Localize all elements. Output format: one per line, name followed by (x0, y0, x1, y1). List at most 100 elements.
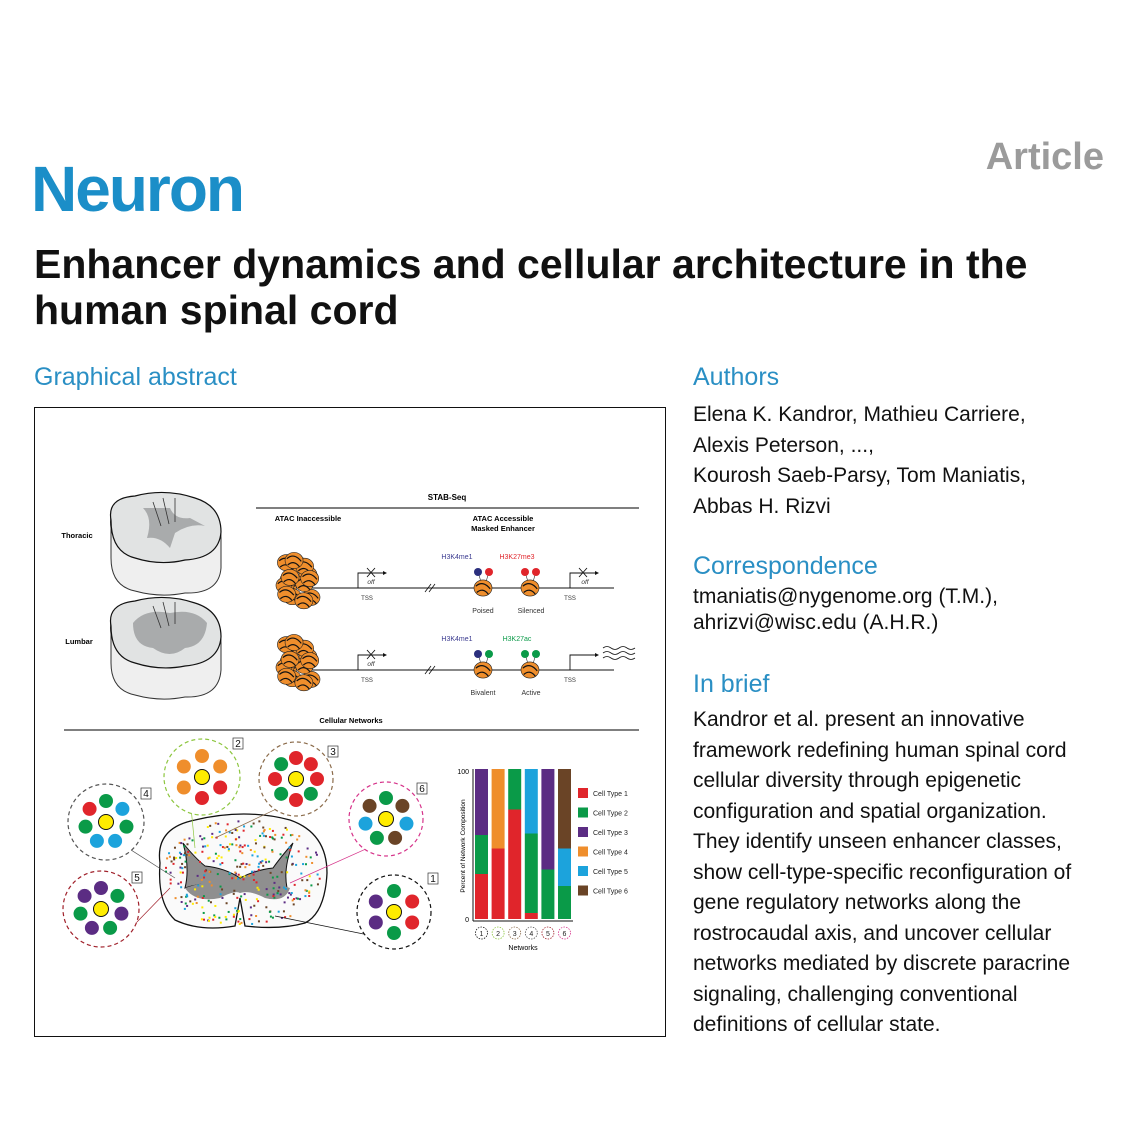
cell-dot (256, 855, 259, 858)
cell-dot (218, 830, 221, 833)
cell-dot (263, 846, 266, 849)
histone-mark-icon (532, 568, 540, 576)
author-line[interactable]: Alexis Peterson, ..., (693, 433, 874, 457)
cell-dot (265, 861, 268, 864)
transcript-wave-icon (602, 646, 636, 650)
cell-dot (165, 866, 168, 869)
cell-dot (261, 832, 264, 835)
cell-dot (236, 865, 239, 868)
in-brief-heading: In brief (693, 670, 770, 698)
lumbar-cord-section (109, 596, 222, 700)
cell-dot (278, 886, 281, 889)
cell-dot (203, 837, 206, 840)
cell-dot (285, 856, 288, 859)
cell-dot (248, 863, 251, 866)
network-number: 3 (330, 747, 336, 758)
cell-dot (173, 846, 176, 849)
cell-dot (178, 851, 181, 854)
cell-dot (183, 845, 186, 848)
cell-dot (213, 914, 216, 917)
histone-mark-icon (532, 650, 540, 658)
correspondence-email[interactable]: ahrizvi@wisc.edu (A.H.R.) (693, 611, 939, 634)
legend-swatch (578, 885, 588, 896)
cell-dot (284, 826, 287, 829)
cell-dot (266, 893, 269, 896)
cell-dot (169, 878, 172, 881)
cell-brown-icon (395, 798, 410, 813)
cell-dot (184, 860, 187, 863)
cell-dot (235, 877, 238, 880)
bar-segment-cell-type-3-network-1 (475, 769, 488, 835)
cell-dot (188, 854, 191, 857)
cell-dot (180, 853, 183, 856)
cell-dot (209, 824, 212, 827)
legend-label: Cell Type 5 (593, 869, 628, 876)
cell-dot (168, 855, 171, 858)
cell-green-icon (119, 819, 134, 834)
cell-dot (239, 850, 242, 853)
cell-dot (257, 888, 260, 891)
cell-dot (276, 875, 279, 878)
cell-dot (277, 910, 280, 913)
cell-dot (297, 850, 300, 853)
author-line[interactable]: Elena K. Kandror, Mathieu Carriere, (693, 403, 1026, 426)
cell-dot (183, 907, 186, 910)
cell-dot (249, 849, 252, 852)
cell-dot (265, 920, 268, 923)
blocked-x-icon (578, 567, 588, 578)
cell-dot (263, 828, 266, 831)
cell-dot (191, 902, 194, 905)
cell-dot (292, 903, 295, 906)
cell-dot (231, 877, 234, 880)
cell-green-icon (379, 791, 393, 805)
spinal-cord-cross-section (158, 813, 328, 929)
cell-green-icon (387, 926, 401, 940)
off-label: off (367, 579, 375, 586)
x-tick-label: 4 (529, 931, 533, 938)
cell-dot (210, 884, 213, 887)
tss-arrow-icon (357, 654, 383, 670)
cell-red-icon (195, 791, 209, 805)
cell-dot (211, 832, 214, 835)
bar-segment-cell-type-2-network-3 (508, 769, 522, 810)
cell-dot (221, 888, 224, 891)
dna-wrap-icon (522, 583, 538, 595)
author-line[interactable]: Abbas H. Rizvi (693, 494, 831, 518)
cell-dot (234, 827, 237, 830)
cell-dot (198, 860, 201, 863)
cell-dot (272, 887, 275, 890)
network-number: 6 (419, 784, 425, 795)
bar-segment-cell-type-4-network-2 (491, 769, 505, 849)
cell-dot (241, 852, 244, 855)
cell-red-icon (268, 772, 282, 786)
cell-green-icon (110, 888, 125, 903)
hub-cell-icon (288, 771, 304, 787)
cell-dot (214, 915, 217, 918)
network-6: 6 (289, 781, 428, 884)
cell-dot (253, 850, 256, 853)
cell-dot (196, 895, 199, 898)
correspondence-email[interactable]: tmaniatis@nygenome.org (T.M.), (693, 585, 998, 608)
cell-dot (189, 900, 192, 903)
cell-dot (180, 896, 183, 899)
cell-green-icon (274, 786, 289, 801)
cell-dot (185, 895, 188, 898)
cell-dot (243, 893, 246, 896)
cell-dot (204, 845, 207, 848)
graphical-abstract-heading: Graphical abstract (34, 363, 237, 391)
cell-dot (248, 918, 251, 921)
cell-dot (219, 921, 222, 924)
cell-dot (238, 836, 241, 839)
author-line[interactable]: Kourosh Saeb-Parsy, Tom Maniatis, (693, 464, 1027, 487)
cell-red-icon (310, 772, 324, 786)
cell-green-icon (274, 757, 289, 772)
cell-dot (214, 852, 217, 855)
off-label: off (581, 579, 589, 586)
bar-segment-cell-type-5-network-6 (558, 848, 571, 886)
cellular-networks-title: Cellular Networks (319, 716, 382, 725)
histone-mark-label: H3K27ac (503, 636, 532, 643)
cell-dot (216, 873, 219, 876)
cell-dot (234, 871, 237, 874)
cell-dot (318, 877, 321, 880)
cell-dot (309, 856, 312, 859)
